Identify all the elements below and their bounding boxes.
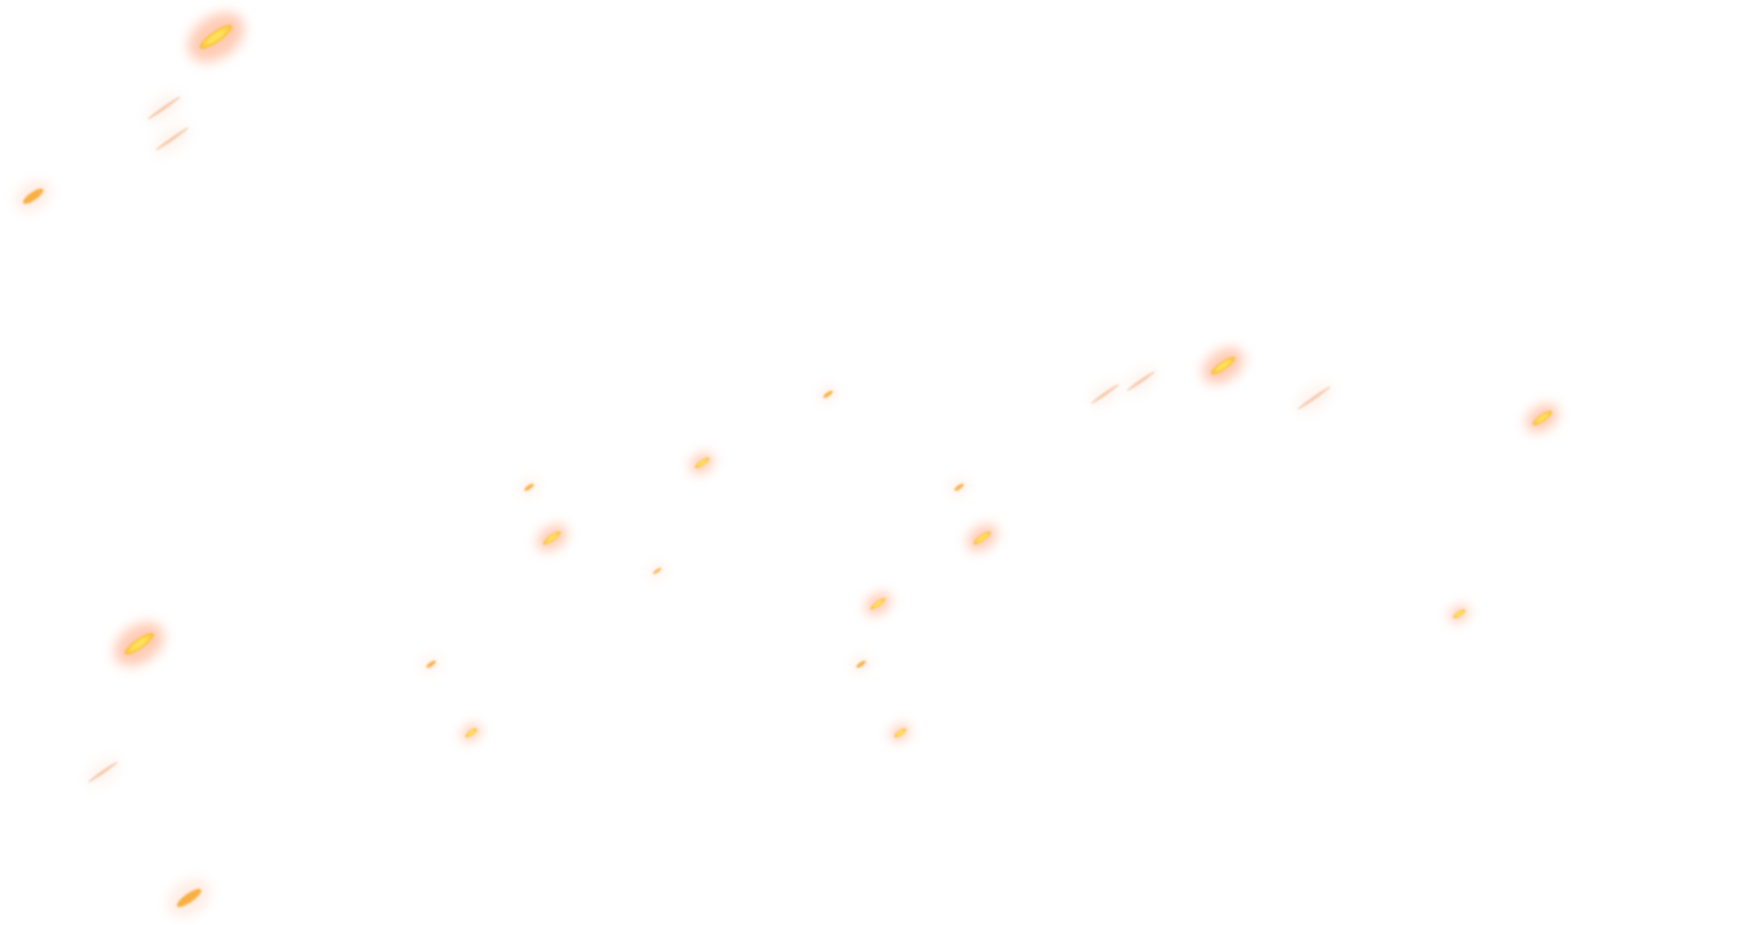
- spark-particle: [647, 562, 667, 580]
- spark-particle: [1086, 377, 1124, 411]
- spark-particle: [105, 613, 173, 675]
- spark-particle: [160, 871, 218, 925]
- spark-particle: [860, 587, 896, 621]
- spark-particle: [887, 720, 913, 746]
- spark-particle: [517, 476, 541, 498]
- spark-particle: [83, 754, 123, 790]
- spark-particle: [149, 119, 195, 159]
- spark-particle: [961, 519, 1003, 557]
- spark-particle: [531, 519, 573, 557]
- spark-particle: [947, 476, 971, 498]
- spark-particle: [9, 173, 57, 219]
- spark-particle: [686, 448, 718, 478]
- spark-particle: [419, 653, 443, 675]
- spark-particle: [1122, 364, 1160, 398]
- spark-particle: [1446, 601, 1472, 627]
- spark-particle: [849, 653, 873, 675]
- spark-particle: [141, 88, 187, 128]
- spark-particle: [178, 2, 254, 72]
- spark-particle: [816, 383, 840, 405]
- spark-particle: [458, 720, 484, 746]
- spark-particle: [1520, 397, 1564, 439]
- spark-particle: [1195, 340, 1251, 392]
- spark-particle: [1291, 378, 1337, 418]
